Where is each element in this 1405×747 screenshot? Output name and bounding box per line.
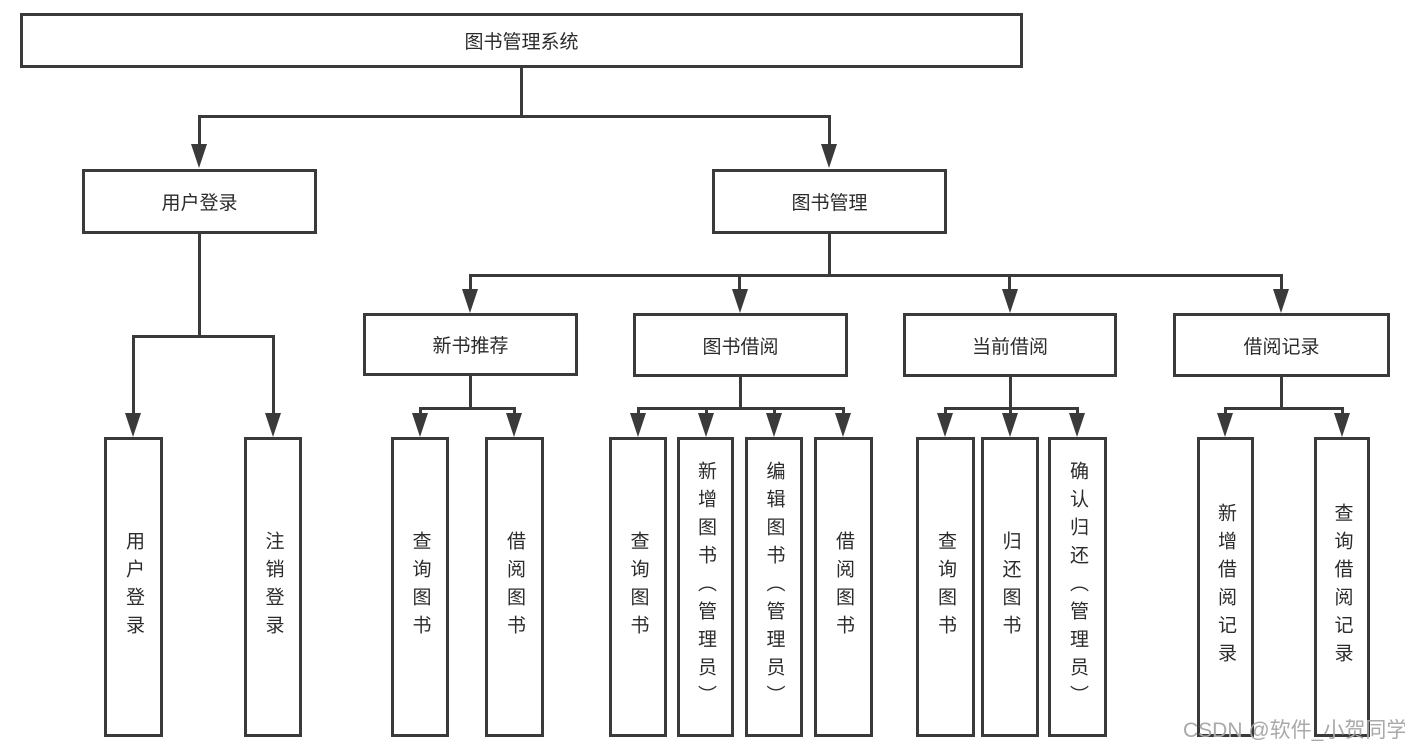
arrow-down-icon (698, 413, 714, 437)
connector-line (132, 335, 274, 338)
connector-line (1224, 407, 1344, 410)
leaf-label: 借阅图书 (833, 531, 854, 643)
connector-line (1009, 377, 1012, 409)
connector-line (513, 407, 516, 417)
node-user-login: 用户登录 (82, 169, 317, 234)
leaf-borrow-books: 借阅图书 (814, 437, 873, 737)
node-label: 用户登录 (161, 193, 238, 214)
arrow-down-icon (1002, 413, 1018, 437)
leaf-label: 查询借阅记录 (1331, 503, 1353, 671)
connector-line (469, 274, 1283, 277)
arrow-down-icon (1002, 289, 1018, 313)
leaf-query-books-current: 查询图书 (916, 437, 975, 737)
leaf-add-borrow-record: 新增借阅记录 (1197, 437, 1254, 737)
arrow-down-icon (937, 413, 953, 437)
connector-line (738, 274, 741, 291)
arrow-down-icon (821, 144, 837, 168)
arrow-down-icon (412, 413, 428, 437)
leaf-label: 查询图书 (409, 531, 431, 643)
connector-line (739, 377, 742, 409)
connector-line (198, 115, 201, 146)
connector-line (1076, 407, 1079, 417)
arrow-down-icon (1217, 413, 1233, 437)
node-new-book-recommendation: 新书推荐 (363, 313, 578, 376)
leaf-borrow-books-recommend: 借阅图书 (485, 437, 544, 737)
arrow-down-icon (732, 289, 748, 313)
connector-line (469, 274, 472, 291)
arrow-down-icon (191, 144, 207, 168)
leaf-label: 新增图书（管理员） (695, 461, 716, 713)
connector-line (842, 407, 845, 417)
leaf-label: 查询图书 (935, 531, 956, 643)
arrow-down-icon (462, 289, 478, 313)
leaf-add-books-admin: 新增图书（管理员） (677, 437, 734, 737)
leaf-query-borrow-record: 查询借阅记录 (1314, 437, 1370, 737)
leaf-query-books-recommend: 查询图书 (391, 437, 449, 737)
leaf-label: 新增借阅记录 (1215, 503, 1236, 671)
leaf-label: 用户登录 (123, 531, 144, 643)
connector-line (520, 68, 523, 117)
node-book-borrowing: 图书借阅 (633, 313, 848, 377)
node-label: 图书管理 (791, 193, 868, 214)
arrow-down-icon (1334, 413, 1350, 437)
leaf-label: 编辑图书（管理员） (763, 461, 785, 713)
arrow-down-icon (835, 413, 851, 437)
leaf-label: 借阅图书 (504, 531, 525, 643)
arrow-down-icon (1273, 289, 1289, 313)
leaf-user-login: 用户登录 (104, 437, 163, 737)
node-label: 图书管理系统 (464, 32, 579, 53)
leaf-label: 归还图书 (999, 531, 1021, 643)
connector-line (198, 234, 201, 337)
arrow-down-icon (506, 413, 522, 437)
csdn-watermark: CSDN @软件_小贺同学 (1183, 719, 1405, 742)
connector-line (828, 234, 831, 276)
node-book-management: 图书管理 (712, 169, 947, 234)
connector-line (272, 335, 275, 415)
connector-line (637, 407, 640, 417)
node-library-management-system: 图书管理系统 (20, 13, 1023, 68)
leaf-edit-books-admin: 编辑图书（管理员） (745, 437, 803, 737)
connector-line (1009, 407, 1012, 417)
leaf-logout: 注销登录 (244, 437, 302, 737)
leaf-label: 注销登录 (262, 531, 284, 643)
arrow-down-icon (766, 413, 782, 437)
connector-line (637, 407, 845, 410)
leaf-label: 查询图书 (627, 531, 649, 643)
connector-line (469, 376, 472, 409)
connector-line (1280, 274, 1283, 291)
node-label: 图书借阅 (702, 336, 779, 358)
connector-line (132, 335, 135, 415)
connector-line (1008, 274, 1011, 291)
arrow-down-icon (630, 413, 646, 437)
leaf-query-books-borrowing: 查询图书 (609, 437, 667, 737)
arrow-down-icon (125, 413, 141, 437)
connector-line (419, 407, 516, 410)
arrow-down-icon (1069, 413, 1085, 437)
connector-line (1280, 377, 1283, 409)
node-label: 当前借阅 (971, 336, 1048, 358)
connector-line (773, 407, 776, 417)
connector-line (198, 115, 831, 118)
connector-line (1224, 407, 1227, 417)
connector-line (705, 407, 708, 417)
connector-line (828, 115, 831, 146)
node-current-borrowing: 当前借阅 (903, 313, 1117, 377)
arrow-down-icon (265, 413, 281, 437)
connector-line (944, 407, 947, 417)
connector-line (1341, 407, 1344, 417)
leaf-confirm-return-admin: 确认归还（管理员） (1048, 437, 1107, 737)
leaf-return-books: 归还图书 (981, 437, 1039, 737)
node-label: 借阅记录 (1243, 336, 1320, 358)
node-borrowing-records: 借阅记录 (1173, 313, 1390, 377)
node-label: 新书推荐 (432, 336, 509, 357)
connector-line (419, 407, 422, 417)
leaf-label: 确认归还（管理员） (1067, 461, 1088, 713)
